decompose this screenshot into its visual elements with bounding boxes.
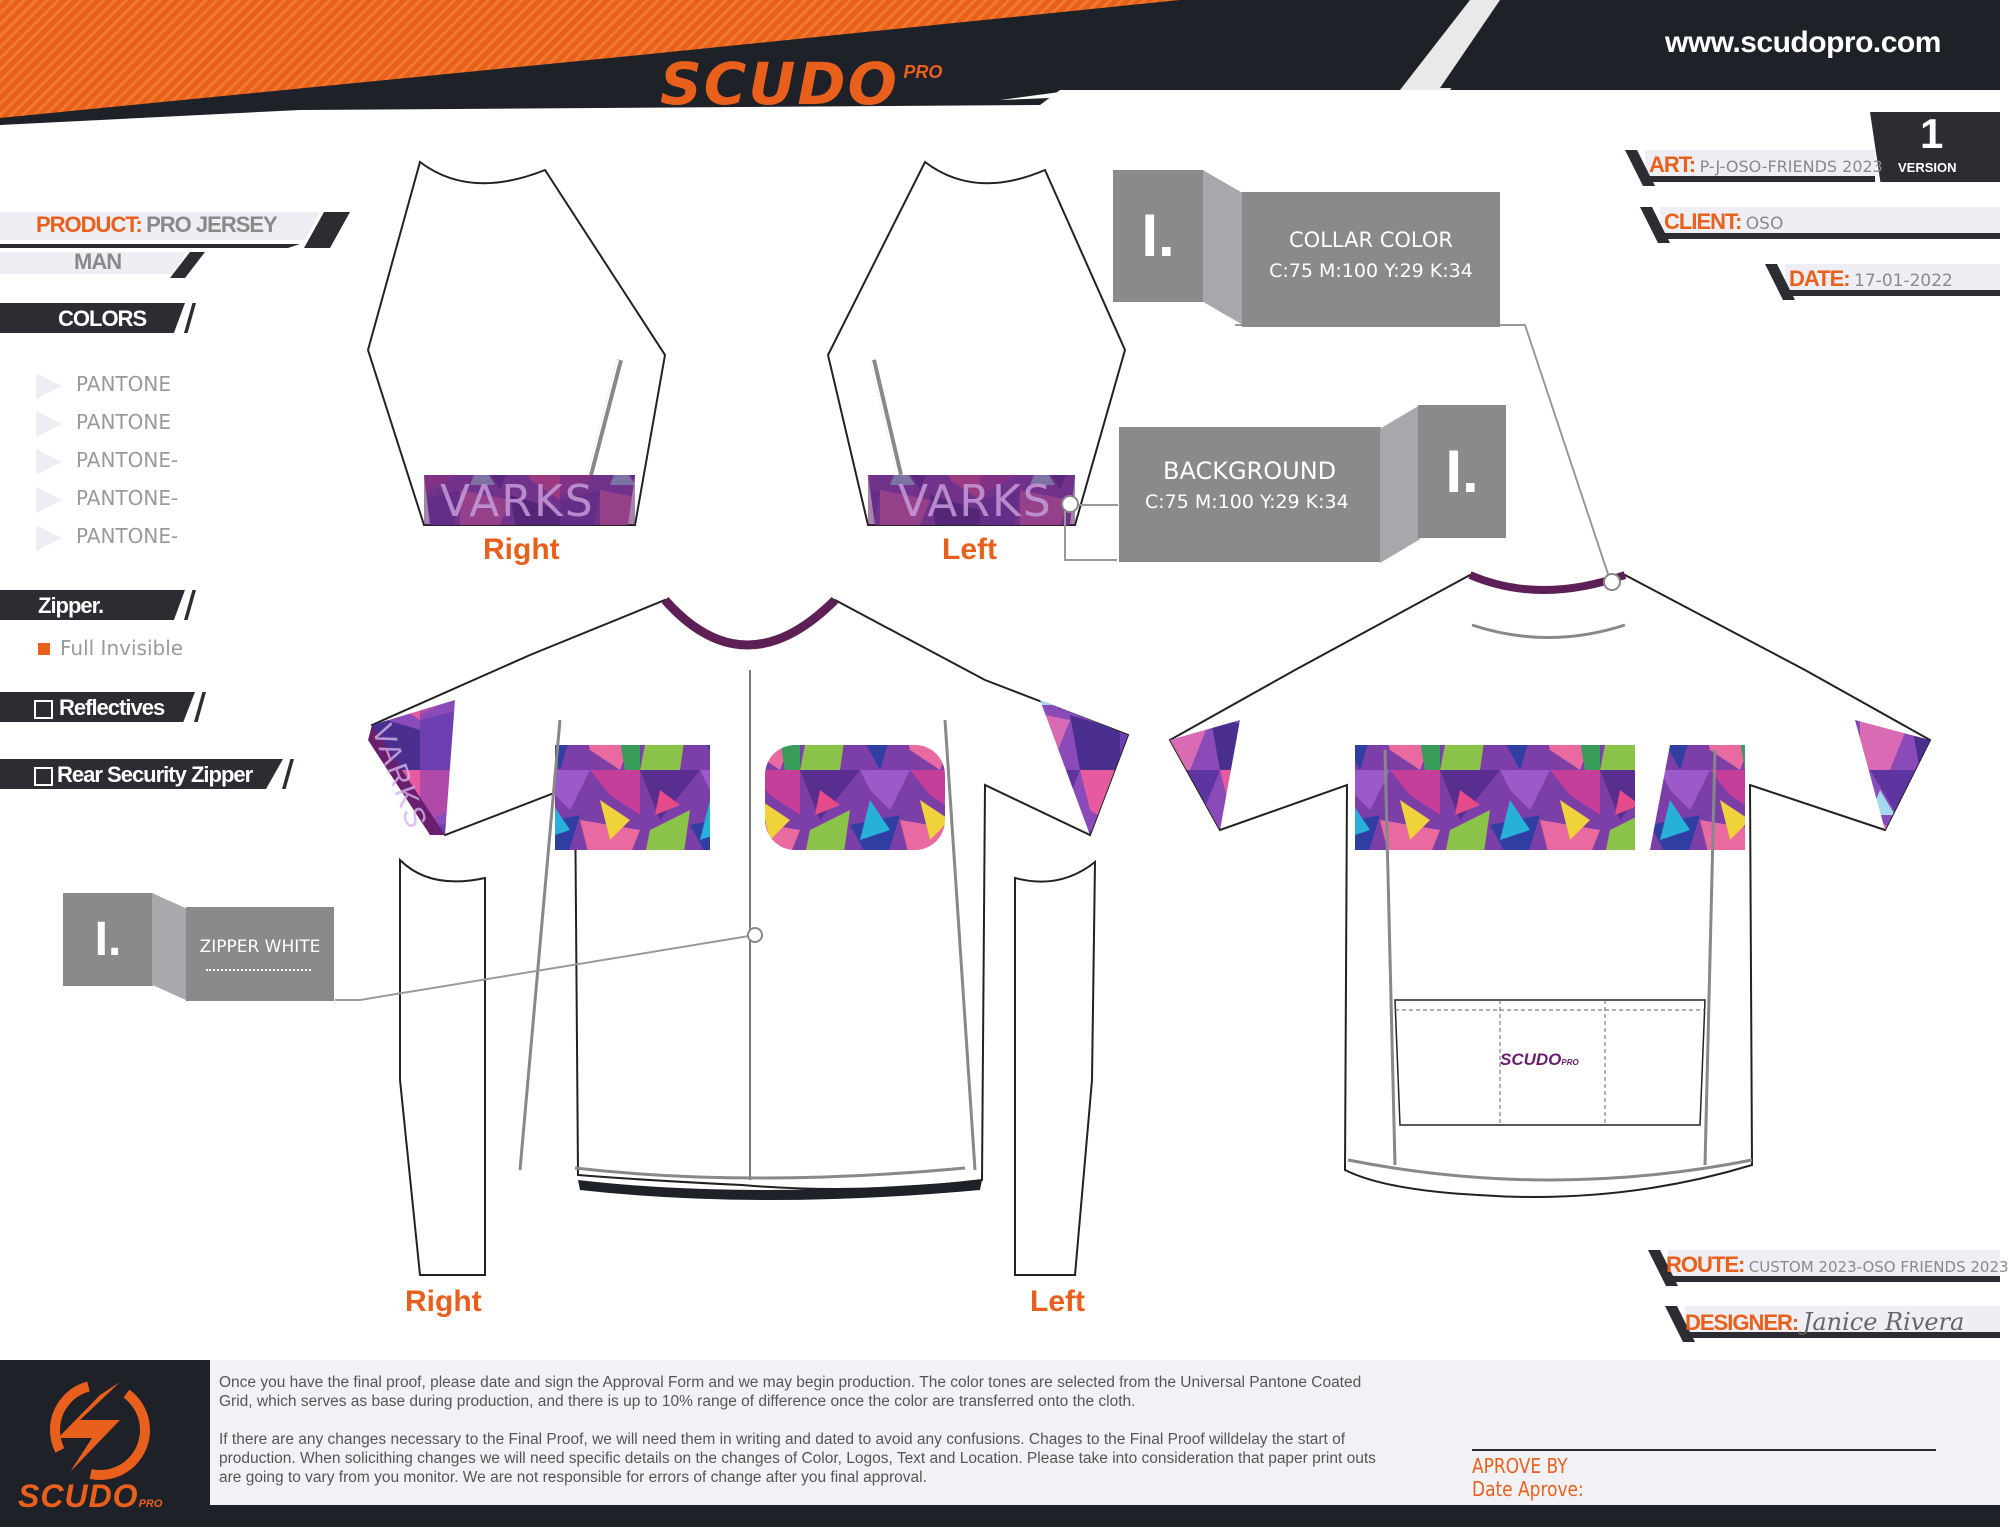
left-sleeve: [826, 160, 1127, 526]
footer-bottom-bar: [0, 1505, 2000, 1527]
website-url[interactable]: www.scudopro.com: [1665, 26, 1941, 59]
checkbox-icon[interactable]: [34, 766, 53, 786]
triangle-icon: [36, 410, 62, 437]
date-value: 17-01-2022: [1854, 271, 1953, 291]
right-sleeve-label: Right: [483, 533, 560, 566]
right-long-sleeve: [399, 857, 486, 1276]
background-callout: BACKGROUND C:75 M:100 Y:29 K:34: [1119, 427, 1381, 562]
route-line: ROUTE: CUSTOM 2023-OSO FRIENDS 2023: [1648, 1250, 2009, 1286]
background-marker: [1061, 495, 1079, 513]
art-line: ART: P-J-OSO-FRIENDS 2023: [1625, 150, 1883, 186]
header-logo: SCUDO PRO: [660, 50, 942, 118]
footer-paragraph-1: Once you have the final proof, please da…: [219, 1374, 1362, 1410]
triangle-icon: [36, 448, 62, 475]
triangle-icon: [36, 372, 62, 399]
header-graphic: [0, 0, 2000, 125]
brand-name: SCUDO: [660, 50, 899, 118]
background-callout-title: BACKGROUND: [1163, 457, 1337, 485]
footer-logo-panel: SCUDOPRO: [0, 1360, 210, 1527]
background-callout-value: C:75 M:100 Y:29 K:34: [1145, 491, 1349, 513]
header-banner: [0, 0, 2000, 130]
date-approve-label: Date Aprove:: [1472, 1477, 1584, 1501]
colors-title: COLORS: [58, 306, 147, 331]
pantone-5: PANTONE-: [36, 524, 178, 551]
product-value: PRO JERSEY: [146, 212, 278, 237]
art-label: ART:: [1649, 152, 1696, 177]
left-long-sleeve: [1014, 859, 1097, 1276]
background-callout-fold: [1380, 405, 1420, 563]
left-sleeve-label: Left: [942, 533, 997, 566]
right-long-sleeve-label: Right: [405, 1285, 482, 1318]
approve-signature-line: [1472, 1449, 1936, 1451]
version-badge: 1 VERSION: [1870, 112, 2000, 182]
date-line: DATE: 17-01-2022: [1765, 264, 2000, 300]
approve-by-label: APROVE BY: [1472, 1454, 1568, 1478]
zipper-icon: [206, 969, 311, 974]
footer-logo-sub: PRO: [138, 1498, 163, 1510]
triangle-icon: [36, 486, 62, 513]
orange-square-icon: [38, 643, 50, 655]
designer-signature: Janice Rivera: [1802, 1308, 1965, 1336]
brand-sub: PRO: [903, 62, 943, 82]
date-label: DATE:: [1789, 266, 1851, 291]
checkbox-icon[interactable]: [34, 699, 53, 719]
zipper-callout-number: I.: [63, 893, 153, 986]
background-callout-number: I.: [1418, 405, 1506, 538]
right-sleeve: [366, 160, 667, 526]
footer: [0, 1360, 2000, 1527]
left-sleeve-print: VARKS: [898, 476, 1053, 527]
version-label: VERSION: [1898, 160, 1957, 175]
zipper-callout-fold: [152, 893, 188, 1001]
pantone-2: PANTONE: [36, 410, 171, 437]
back-pocket-logo: SCUDOPRO: [1500, 1050, 1579, 1069]
collar-callout-number: I.: [1113, 170, 1203, 302]
designer-label: DESIGNER:: [1685, 1310, 1799, 1335]
left-long-sleeve-label: Left: [1030, 1285, 1085, 1318]
collar-marker: [1603, 573, 1621, 591]
client-line: CLIENT: OSO: [1640, 207, 2000, 243]
front-jersey: [368, 596, 1130, 1200]
footer-paragraph-2: If there are any changes necessary to th…: [219, 1431, 1376, 1486]
product-box: PRODUCT: PRO JERSEY MAN: [0, 208, 350, 278]
back-jersey: [1168, 571, 1932, 1198]
pantone-3: PANTONE-: [36, 448, 178, 475]
right-sleeve-print: VARKS: [440, 476, 595, 527]
zipper-callout: ZIPPER WHITE: [186, 907, 334, 1001]
designer-line: DESIGNER: Janice Rivera: [1665, 1306, 2000, 1342]
collar-callout-value: C:75 M:100 Y:29 K:34: [1269, 260, 1473, 282]
art-value: P-J-OSO-FRIENDS 2023: [1699, 157, 1883, 176]
scudo-s-icon: [50, 1380, 150, 1480]
footer-logo-brand: SCUDO: [18, 1478, 139, 1514]
reflectives-label: Reflectives: [59, 695, 165, 720]
client-label: CLIENT:: [1664, 209, 1742, 234]
collar-callout-title: COLLAR COLOR: [1289, 228, 1453, 252]
zipper-option: Full Invisible: [38, 636, 183, 660]
pantone-4: PANTONE-: [36, 486, 178, 513]
product-sub: MAN: [74, 249, 122, 274]
route-label: ROUTE:: [1666, 1252, 1745, 1277]
route-value: CUSTOM 2023-OSO FRIENDS 2023: [1748, 1258, 2009, 1276]
collar-callout-fold: [1203, 170, 1243, 325]
garment-illustration: [335, 160, 1932, 1276]
client-value: OSO: [1745, 214, 1784, 234]
pantone-1: PANTONE: [36, 372, 171, 399]
version-number: 1: [1920, 110, 1944, 157]
rear-zipper-label: Rear Security Zipper: [57, 762, 253, 787]
collar-callout: COLLAR COLOR C:75 M:100 Y:29 K:34: [1242, 192, 1500, 327]
product-label: PRODUCT:: [36, 212, 143, 237]
zipper-title: Zipper.: [38, 593, 104, 618]
zipper-callout-title: ZIPPER WHITE: [199, 937, 321, 957]
zipper-marker: [747, 927, 763, 943]
triangle-icon: [36, 524, 62, 551]
